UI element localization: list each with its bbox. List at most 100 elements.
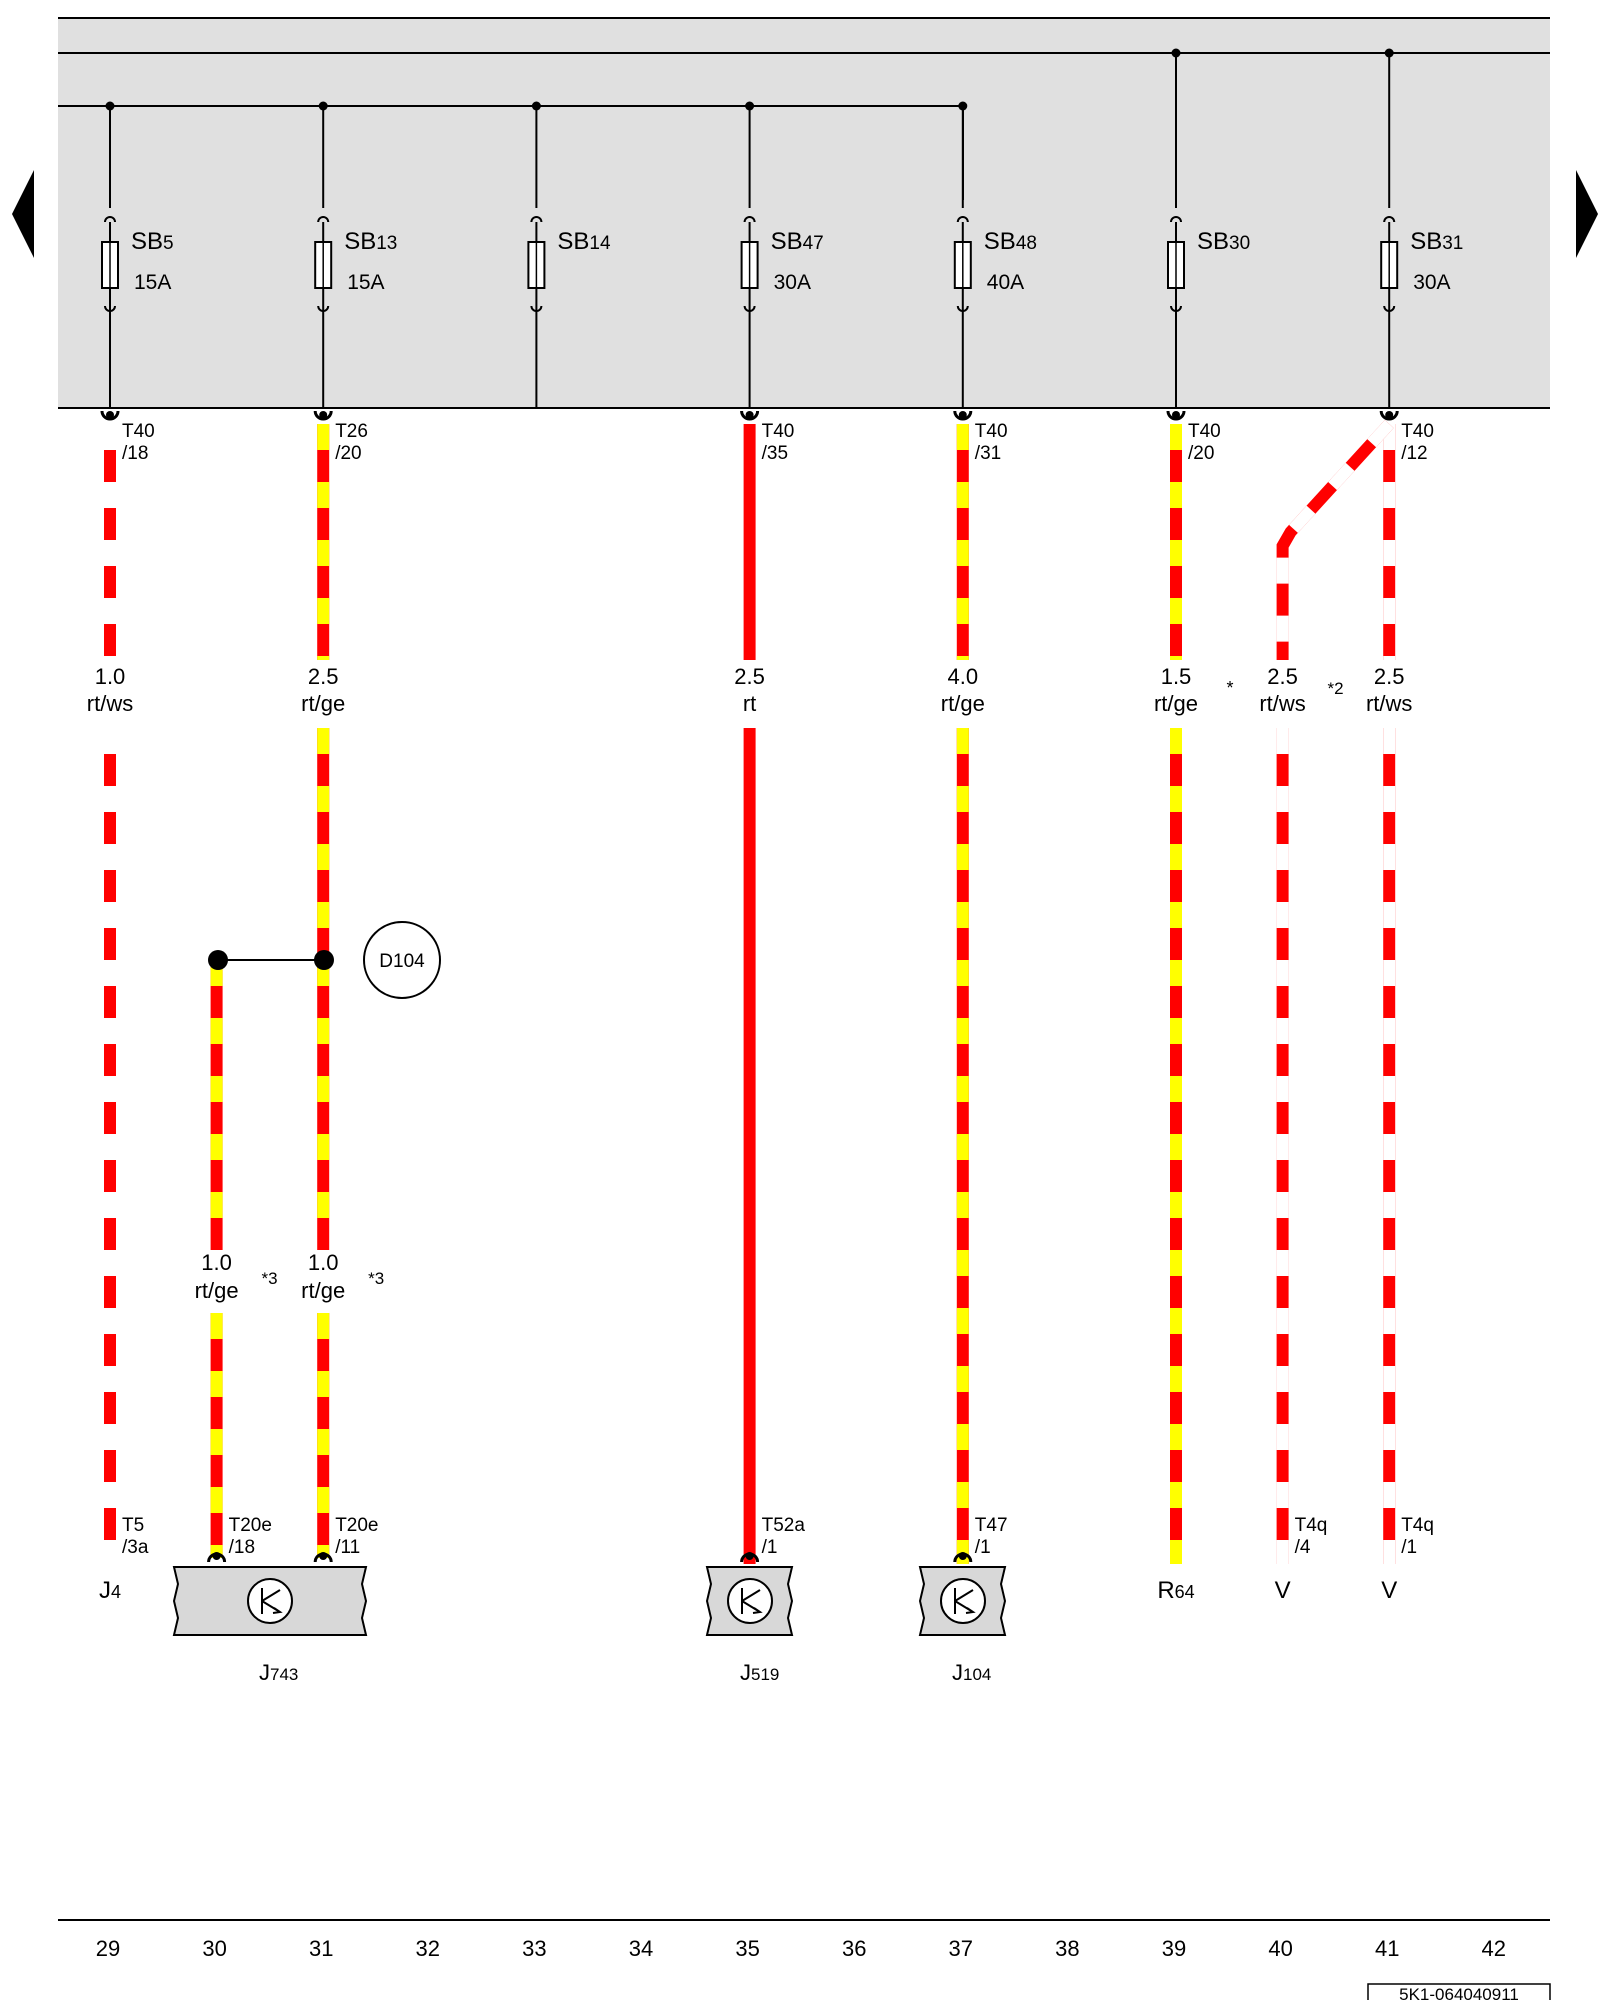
connector-top-code: T40	[975, 421, 1008, 442]
component-j743[interactable]: J743	[172, 1566, 368, 1685]
connector-bottom-pin: /1	[762, 1537, 778, 1558]
wire-color-label: rt/ws	[1259, 691, 1305, 716]
label-group: T40/18T26/20T40/35T40/31T40/20T40/121.0r…	[87, 410, 1434, 1604]
wire-color-label: rt/ws	[87, 691, 133, 716]
splice-d104-label: D104	[379, 951, 425, 972]
fuse-sb14[interactable]: SB14	[527, 101, 611, 409]
component-j104[interactable]: J104	[918, 1566, 1007, 1685]
fuse-box-panel	[58, 18, 1550, 408]
connector-top-code: T40	[1188, 421, 1221, 442]
wire-size-label: 2.5	[1374, 664, 1405, 689]
wire-note-label: *	[1226, 678, 1233, 698]
wire-note-label: *2	[1328, 679, 1344, 698]
connector-bottom-code: T20e	[335, 1515, 378, 1536]
wire-color-label-lower: rt/ge	[195, 1278, 239, 1303]
connector-top-pin: /12	[1401, 443, 1427, 464]
connector-pin	[745, 1552, 754, 1560]
component-label-v: V	[1275, 1577, 1291, 1604]
column-number-42: 42	[1482, 1936, 1506, 1961]
fuse-clip-top	[317, 216, 330, 223]
bus-node	[318, 101, 328, 111]
component-label-j4: J4	[99, 1577, 121, 1604]
connector-top-pin: /20	[1188, 443, 1214, 464]
column-number-35: 35	[735, 1936, 759, 1961]
connector-bottom-code: T4q	[1295, 1515, 1328, 1536]
bus-node	[1171, 48, 1181, 58]
wire-color-label: rt/ws	[1366, 691, 1412, 716]
prev-page-arrow-icon[interactable]	[12, 170, 34, 258]
column-number-34: 34	[629, 1936, 653, 1961]
fuse-name-label: SB48	[984, 228, 1037, 255]
connector-bottom-code: T4q	[1401, 1515, 1434, 1536]
wire-color-label: rt/ge	[301, 691, 345, 716]
wire-size-label: 1.0	[95, 664, 126, 689]
connector-pin	[319, 411, 328, 419]
next-page-arrow-icon[interactable]	[1576, 170, 1598, 258]
column-number-40: 40	[1268, 1936, 1292, 1961]
control-unit-icon	[940, 1578, 986, 1624]
connector-pin	[958, 411, 967, 419]
connector-pin	[212, 1552, 221, 1560]
fuse-name-label: SB47	[771, 228, 824, 255]
wire-branch-col40-base	[1276, 419, 1394, 660]
wire-color-label-lower: rt/ge	[301, 1278, 345, 1303]
connector-pin	[319, 1552, 328, 1560]
connector-top-pin: /31	[975, 443, 1001, 464]
doc-id-label: 5K1-064040911	[1399, 1985, 1519, 2000]
fuse-sb30[interactable]: SB30	[1167, 48, 1250, 409]
fuse-clip-top	[1170, 216, 1182, 223]
column-number-36: 36	[842, 1936, 866, 1961]
fuse-sb31[interactable]: SB31 30A	[1380, 48, 1463, 409]
bus-node	[105, 101, 115, 111]
control-unit-icon	[247, 1578, 293, 1624]
fuse-name-label: SB31	[1410, 228, 1463, 255]
fuse-rating-label: 30A	[1413, 271, 1450, 294]
fuse-rating-label: 15A	[347, 271, 384, 294]
wire-color-label: rt/ge	[1154, 691, 1198, 716]
bus-node	[531, 101, 541, 111]
wire-branch-col40-stripe	[1276, 419, 1394, 660]
connector-pin	[1385, 411, 1394, 419]
wire-size-label: 1.5	[1161, 664, 1192, 689]
wire-size-label: 2.5	[1267, 664, 1298, 689]
component-j519[interactable]: J519	[705, 1566, 794, 1685]
wire-note-label-lower: *3	[262, 1269, 278, 1288]
wire-color-label: rt/ge	[941, 691, 985, 716]
column-number-29: 29	[96, 1936, 120, 1961]
connector-bottom-pin: /18	[229, 1537, 255, 1558]
wire-size-label: 2.5	[308, 664, 339, 689]
connector-pin	[745, 411, 754, 419]
connector-top-code: T40	[762, 421, 795, 442]
wire-note-label-lower: *3	[368, 1269, 384, 1288]
wire-color-label: rt	[743, 691, 756, 716]
connector-bottom-pin: /3a	[122, 1537, 149, 1558]
bus-node	[958, 101, 968, 111]
connector-pin	[958, 1552, 967, 1560]
doc-id-box	[1367, 1983, 1551, 2000]
connector-bottom-code: T20e	[229, 1515, 272, 1536]
wire-size-label: 4.0	[948, 664, 979, 689]
wire-size-label-lower: 1.0	[201, 1250, 232, 1275]
column-number-41: 41	[1375, 1936, 1399, 1961]
connector-bottom-code: T47	[975, 1515, 1008, 1536]
connector-bottom-pin: /1	[1401, 1537, 1417, 1558]
column-number-32: 32	[416, 1936, 440, 1961]
component-label-j104: J104	[952, 1660, 991, 1685]
bus-node	[1384, 48, 1394, 58]
transistor-icon	[954, 1588, 976, 1614]
connector-pin	[1172, 411, 1180, 419]
connector-pin	[106, 411, 114, 419]
connector-bottom-pin: /4	[1295, 1537, 1311, 1558]
connector-top-code: T40	[122, 421, 155, 442]
fuse-clip-top	[956, 216, 969, 223]
fuse-clip-top	[104, 216, 116, 223]
fuse-name-label: SB5	[131, 228, 174, 255]
column-number-31: 31	[309, 1936, 333, 1961]
column-number-30: 30	[202, 1936, 226, 1961]
